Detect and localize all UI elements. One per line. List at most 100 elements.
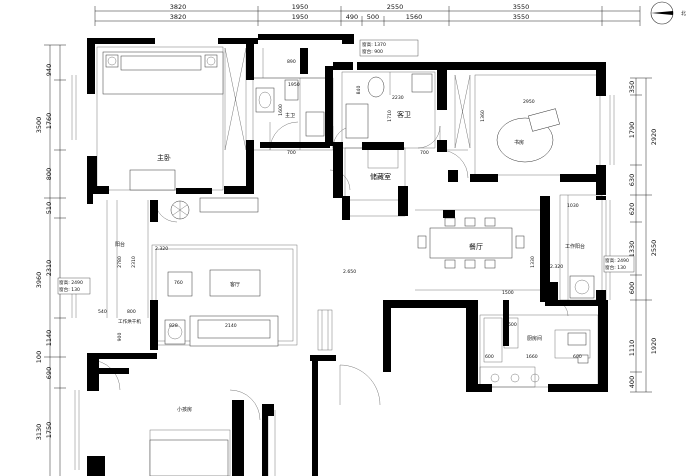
room-work-balcony: 工作阳台: [565, 243, 585, 250]
dim-bath-1950: 1950: [288, 82, 300, 88]
room-storage: 储藏室: [370, 172, 391, 181]
dim-bath-1600: 1600: [278, 104, 284, 116]
top-dim-outer-1: 3820: [170, 3, 187, 11]
dim-guest-2230: 2230: [392, 95, 404, 101]
left-dim-stub: 100: [35, 351, 43, 363]
dim-guest-840: 840: [356, 86, 362, 95]
north-arrow-icon: 北: [650, 1, 686, 25]
left-dim-outer-2: 3960: [35, 272, 43, 289]
top-dim-inner-2: 1950: [292, 13, 309, 21]
level-2320-a: 2.320: [155, 246, 168, 252]
dim-living-2310: 2310: [131, 256, 137, 268]
dim-guest-700: 700: [420, 150, 429, 156]
left-dim-outer-3: 3130: [35, 424, 43, 441]
dim-guest-1710: 1710: [387, 110, 393, 122]
left-dim-outer-1: 3500: [35, 117, 43, 134]
dim-bath-700: 700: [287, 150, 296, 156]
top-window-height: 窗高: 1370: [362, 41, 386, 48]
room-master-bedroom: 主卧: [157, 153, 171, 162]
top-window-sill: 窗台: 900: [362, 48, 383, 55]
right-dim-inner-8: 400: [628, 376, 636, 388]
furniture: [102, 51, 595, 476]
left-dim-inner-8: 1750: [45, 422, 53, 439]
dim-living-900: 900: [117, 333, 123, 342]
right-dim-inner-2: 1790: [628, 122, 636, 139]
left-window-sill: 窗台: 130: [59, 286, 80, 293]
dim-living-2140: 2140: [225, 323, 237, 329]
right-dimension-lines: 2920 2550 1920 350 1790 630 620 1330 600…: [628, 77, 658, 393]
room-master-bath: 主卫: [285, 112, 295, 119]
top-dim-inner-6: 3550: [513, 13, 530, 21]
armchair-icon: [167, 271, 193, 297]
north-label: 北: [681, 10, 686, 17]
kids-bed-icon: [149, 439, 229, 476]
room-kids: 小孩房: [177, 406, 192, 413]
top-dim-outer-2: 1950: [292, 3, 309, 11]
dim-work-1030: 1030: [567, 203, 579, 209]
top-dim-inner-4: 500: [367, 13, 379, 21]
dim-living-800: 800: [127, 309, 136, 315]
left-dim-inner-3: 800: [45, 168, 53, 180]
left-window-height: 窗高: 2490: [59, 279, 83, 286]
top-dim-inner-1: 3820: [170, 13, 187, 21]
window-notes: 窗高: 1370 窗台: 900 窗高: 2490 窗台: 130 窗高: 24…: [57, 39, 635, 295]
walls: [87, 34, 608, 476]
dim-kitchen-1660: 1660: [526, 354, 538, 360]
left-dim-inner-7: 690: [45, 367, 53, 379]
room-labels: 主卧 主卫 客卫 书房 储藏室 阳台 客厅 餐厅 工作阳台 厨房间 小孩房 工作…: [115, 110, 585, 413]
dining-table-icon: [429, 227, 513, 259]
coffee-table-icon: [209, 269, 261, 297]
dim-kitchen-600-c: 600: [508, 322, 517, 328]
right-dim-inner-6: 600: [628, 282, 636, 294]
dim-study-1360: 1360: [480, 110, 486, 122]
right-dim-inner-3: 630: [628, 174, 636, 186]
sink-icon: [567, 332, 587, 346]
level-2650: 2.650: [343, 269, 356, 275]
right-dim-inner-7: 1110: [628, 340, 636, 357]
room-balcony: 阳台: [115, 241, 125, 248]
dim-living-2780: 2780: [117, 256, 123, 268]
shower-icon: [345, 103, 369, 139]
room-guest-bath: 客卫: [397, 110, 411, 119]
level-2320-b: 2.320: [550, 264, 563, 270]
dim-kitchen-600-b: 600: [573, 354, 582, 360]
toilet-icon: [255, 87, 275, 113]
washing-machine-icon: [164, 319, 186, 345]
study-desk-icon: [528, 108, 560, 132]
dim-living-760: 760: [174, 280, 183, 286]
dim-dining-1330: 1330: [530, 256, 536, 268]
door-swings: [89, 121, 569, 421]
work-washer-icon: [569, 275, 595, 299]
left-dim-inner-6: 1140: [45, 330, 53, 347]
top-dim-outer-3: 2550: [387, 3, 404, 11]
dim-living-540: 540: [98, 309, 107, 315]
dim-study-2950: 2950: [523, 99, 535, 105]
dresser-icon: [129, 169, 176, 191]
top-dim-inner-3: 490: [346, 13, 358, 21]
right-dim-outer-3: 1920: [650, 338, 658, 355]
right-window-height: 窗高: 2490: [605, 257, 629, 264]
right-dim-inner-5: 1330: [628, 241, 636, 258]
room-living: 客厅: [230, 281, 240, 288]
dim-dining-1500: 1500: [502, 290, 514, 296]
left-dim-inner-1: 940: [45, 64, 53, 76]
dim-kitchen-600-a: 600: [485, 354, 494, 360]
room-dining: 餐厅: [469, 242, 483, 251]
room-washer: 工作烘干机: [118, 318, 141, 325]
left-dim-inner-4: 510: [45, 202, 53, 214]
right-dim-inner-4: 620: [628, 203, 636, 215]
room-study: 书房: [514, 139, 524, 146]
right-window-sill: 窗台: 130: [605, 264, 626, 271]
basin-icon: [284, 79, 299, 101]
right-dim-outer-2: 2550: [650, 240, 658, 257]
guest-toilet-icon: [367, 76, 385, 98]
top-dimension-lines: 3820 1950 2550 3550 3820 1950 490 500 15…: [94, 3, 641, 26]
right-dim-inner-1: 350: [628, 81, 636, 93]
left-dim-inner-2: 1760: [45, 113, 53, 130]
top-dim-inner-5: 1560: [406, 13, 423, 21]
tv-cabinet-icon: [199, 197, 259, 213]
left-dimension-lines: 3500 3960 3130 940 1760 800 510 2310 114…: [35, 44, 66, 476]
interior-dimensions: 890 1950 1600 700 840 2230 1710 700 2950…: [98, 59, 582, 360]
room-kitchen: 厨房间: [527, 335, 542, 342]
